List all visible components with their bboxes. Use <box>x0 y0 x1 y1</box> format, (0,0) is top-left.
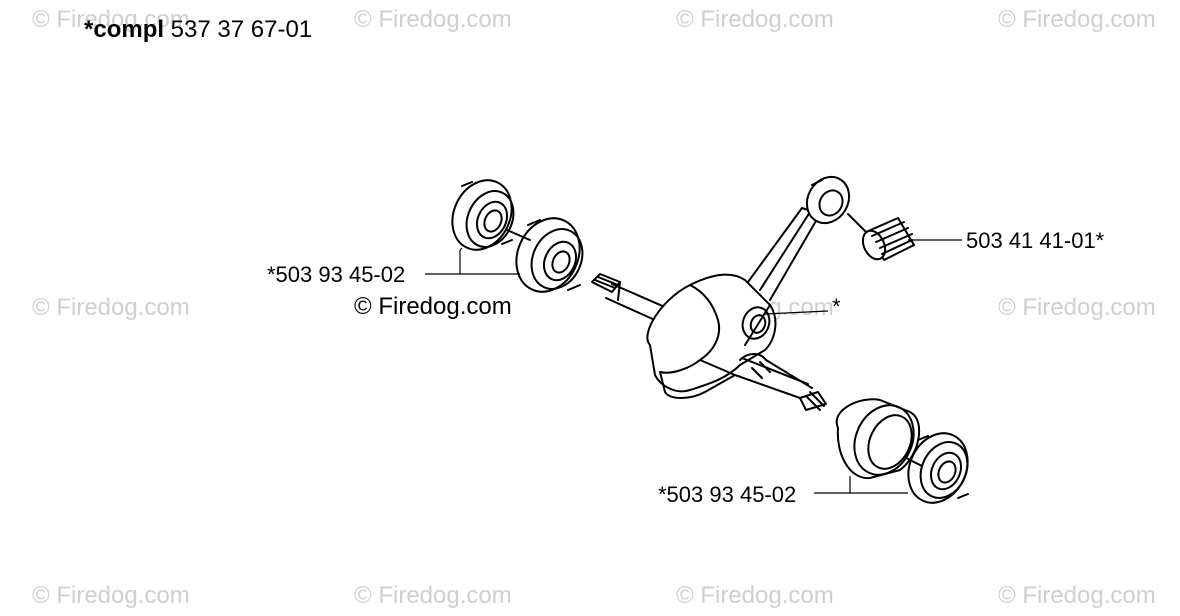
center-watermark: © Firedog.com <box>354 293 512 320</box>
connecting-rod <box>747 175 851 301</box>
watermark: © Firedog.com <box>998 6 1156 33</box>
ball-bearing-left-outer <box>451 179 515 251</box>
assembly-part-number: 537 37 67-01 <box>164 16 313 43</box>
watermark: © Firedog.com <box>998 294 1156 321</box>
needle-bearing <box>847 213 915 261</box>
part-label-bearing-right: *503 93 45-02 <box>658 482 797 507</box>
ball-bearing-left-inner <box>515 217 584 293</box>
watermark: © Firedog.com <box>676 582 834 609</box>
ball-bearing-right-outer <box>907 432 969 504</box>
ball-bearing-right-inner <box>835 398 920 480</box>
watermark: © Firedog.com <box>354 6 512 33</box>
part-label-crankshaft: * <box>832 294 841 319</box>
assembly-title: *compl 537 37 67-01 <box>84 16 312 44</box>
watermark: © Firedog.com <box>32 294 190 321</box>
crankshaft-body <box>646 273 777 399</box>
watermark: © Firedog.com <box>32 6 190 33</box>
watermark: © Firedog.com <box>998 582 1156 609</box>
assembly-prefix: *compl <box>84 16 165 43</box>
watermark: © Firedog.com <box>676 6 834 33</box>
crankshaft-right-shaft <box>734 353 827 411</box>
part-label-needle-bearing: 503 41 41-01* <box>966 228 1105 253</box>
watermark: © Firedog.com <box>354 582 512 609</box>
watermark: © Firedog.com <box>32 582 190 609</box>
part-label-bearing-left: *503 93 45-02 <box>267 262 406 287</box>
